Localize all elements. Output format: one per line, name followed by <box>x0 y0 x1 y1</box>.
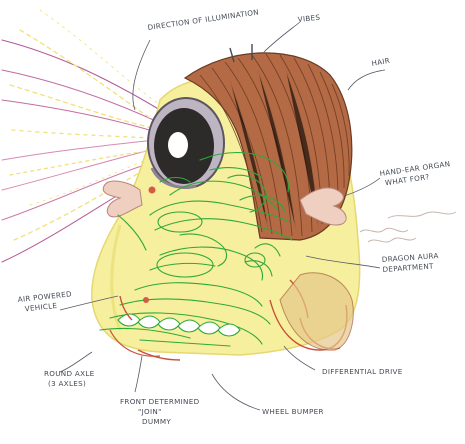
label-hair: HAIR <box>371 56 391 68</box>
label-dragon-aura: DRAGON AURA DEPARTMENT <box>382 251 443 274</box>
label-direction-of-illumination: DIRECTION OF ILLUMINATION <box>147 7 259 32</box>
label-round-axle-line2: (3 AXLES) <box>48 379 86 388</box>
eye <box>148 98 224 188</box>
label-round-axle: ROUND AXLE (3 AXLES) <box>44 369 97 388</box>
label-differential-drive: DIFFERENTIAL DRIVE <box>322 367 403 376</box>
label-air-powered-vehicle: AIR POWERED VEHICLE <box>17 289 76 314</box>
red-front-dot <box>143 297 149 303</box>
red-nose-dot <box>149 187 156 194</box>
label-front-determined: FRONT DETERMINED "JOIN" DUMMY <box>120 397 202 426</box>
label-hand-ear-organ: HAND-EAR ORGAN WHAT FOR? <box>379 159 455 188</box>
label-front-line1: FRONT DETERMINED <box>120 397 200 406</box>
label-vibes: VIBES <box>297 13 321 24</box>
label-front-line2: "JOIN" <box>138 407 162 416</box>
label-round-axle-line1: ROUND AXLE <box>44 369 95 378</box>
label-wheel-bumper: WHEEL BUMPER <box>262 407 324 416</box>
label-front-line3: DUMMY <box>142 417 171 426</box>
